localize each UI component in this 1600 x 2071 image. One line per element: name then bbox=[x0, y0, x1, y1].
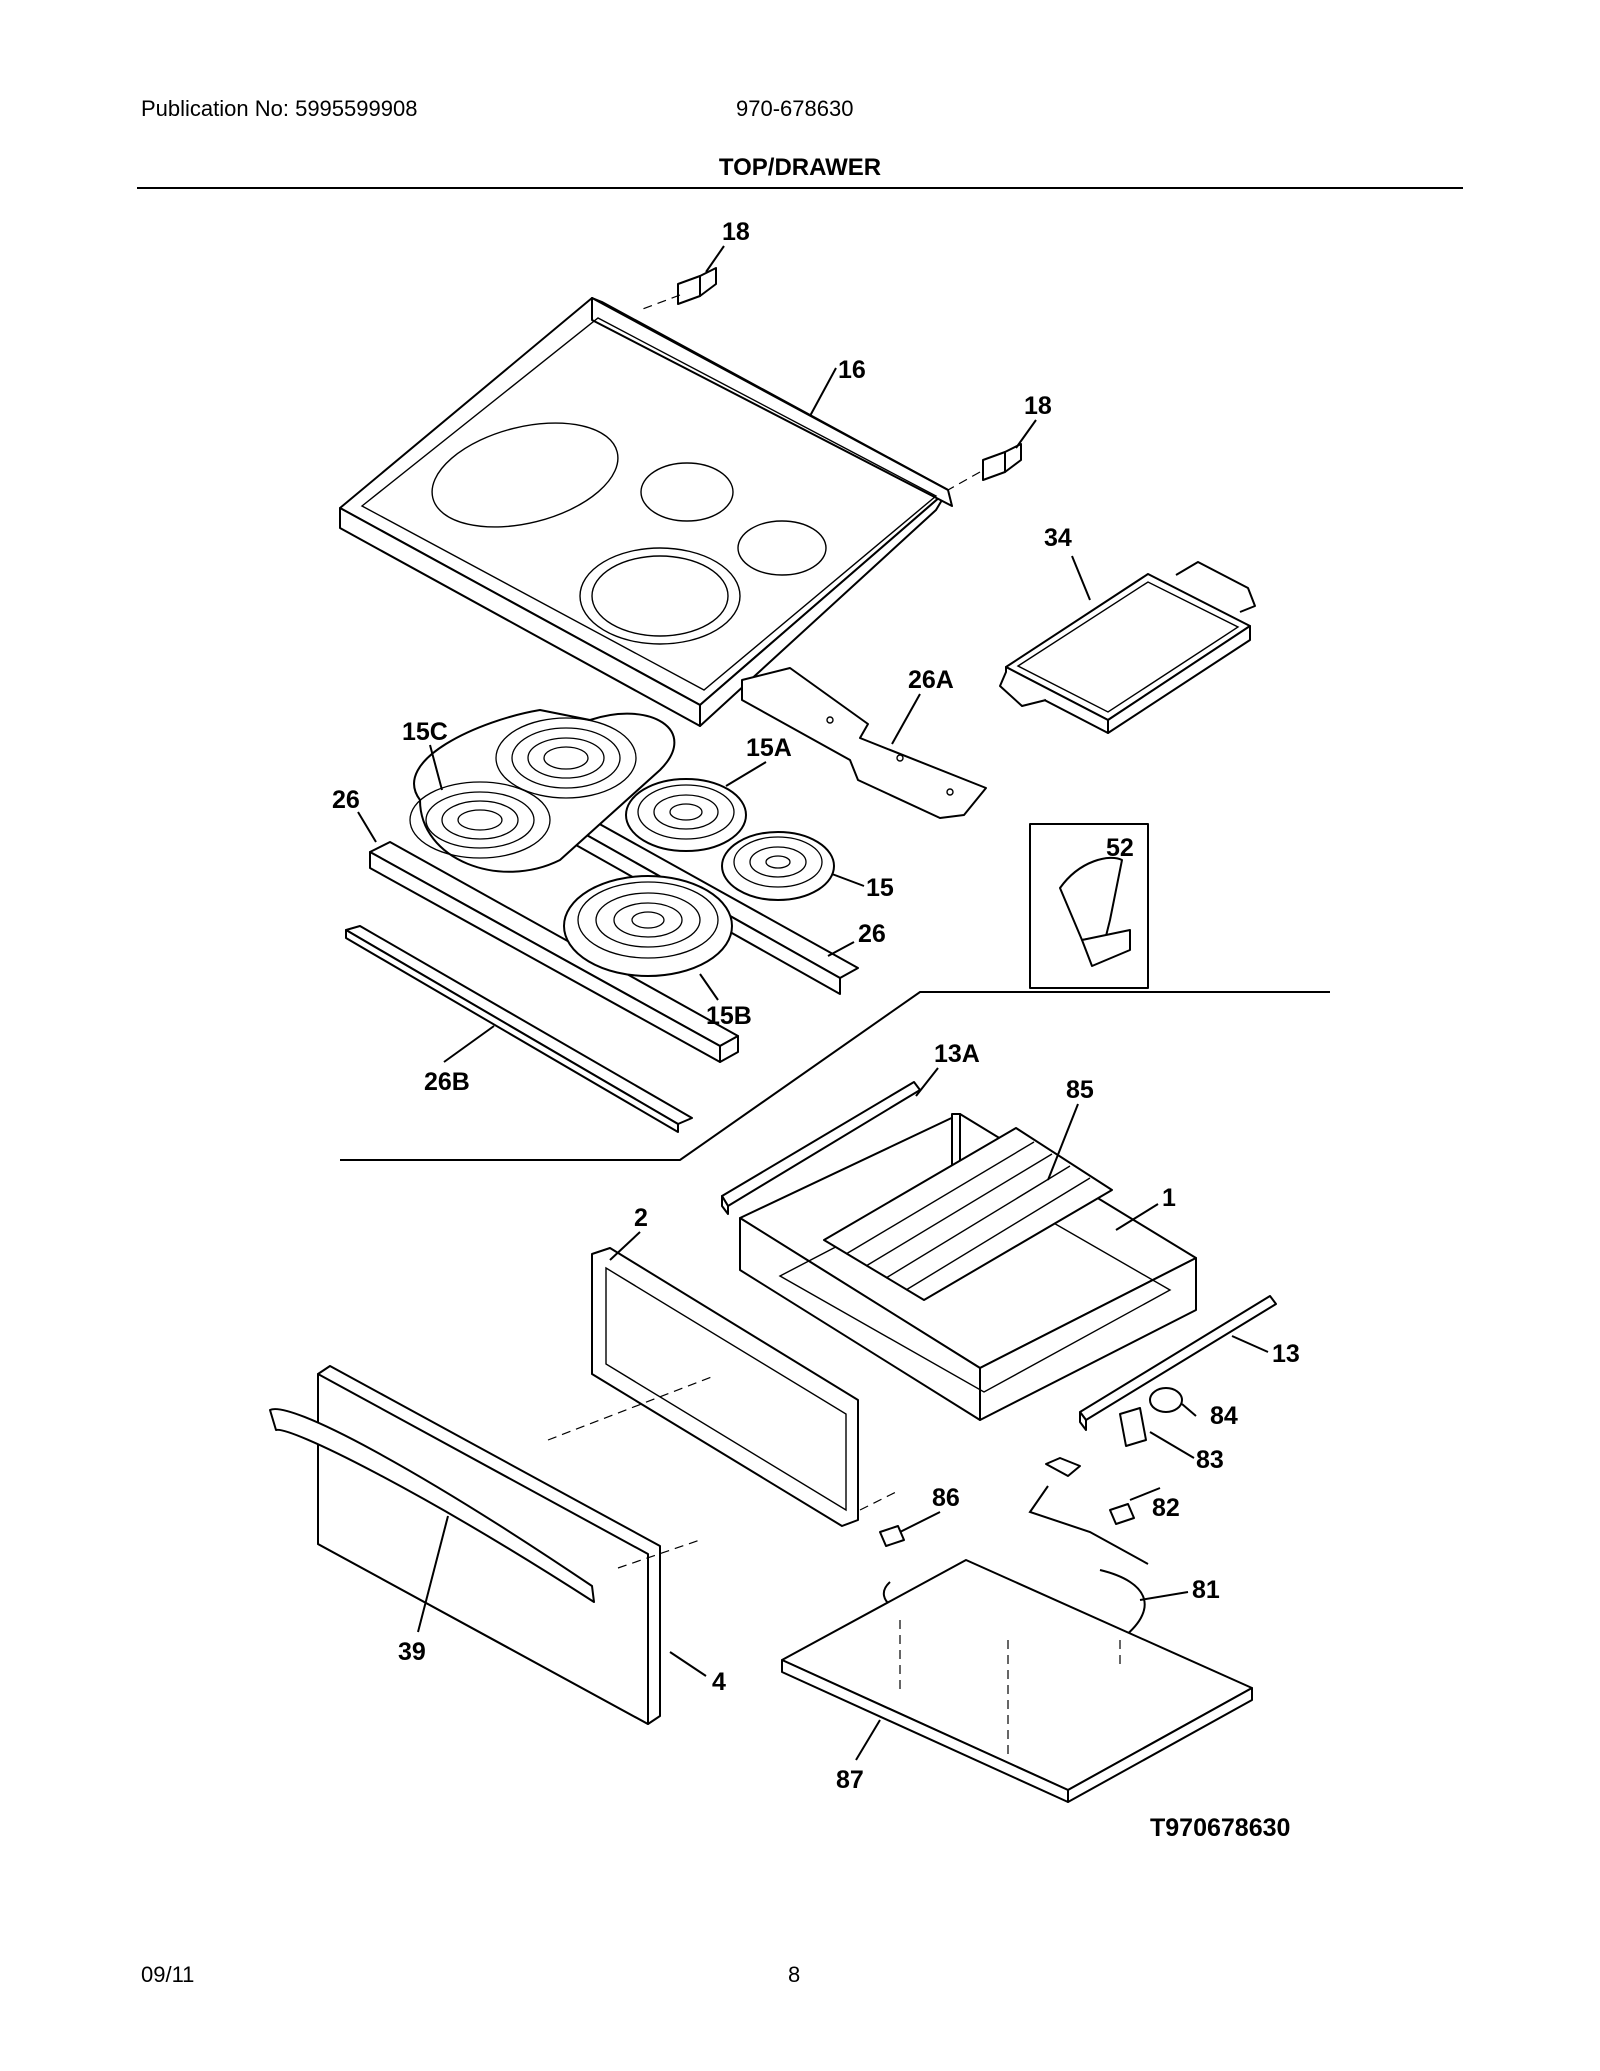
section-title: TOP/DRAWER bbox=[718, 154, 882, 181]
callout-15b: 15B bbox=[706, 1002, 752, 1030]
callout-81: 81 bbox=[1192, 1576, 1220, 1604]
callout-87: 87 bbox=[836, 1766, 864, 1794]
diagram-id-label: T970678630 bbox=[1150, 1814, 1290, 1842]
callout-18-right: 18 bbox=[1024, 392, 1052, 420]
callout-2: 2 bbox=[634, 1204, 648, 1232]
trim-26b bbox=[345, 925, 693, 1133]
callout-26-right: 26 bbox=[858, 920, 886, 948]
drawer-inner-panel-2 bbox=[591, 1247, 859, 1527]
header-rule bbox=[137, 187, 1463, 189]
callout-15a: 15A bbox=[746, 734, 792, 762]
callout-15: 15 bbox=[866, 874, 894, 902]
bracket-18-right bbox=[982, 443, 1022, 481]
drawer-rack-85 bbox=[823, 1127, 1113, 1301]
element-bracket-26-left bbox=[369, 841, 739, 1063]
callout-26a: 26A bbox=[908, 666, 954, 694]
element-15c-dual bbox=[409, 709, 676, 873]
bottom-panel-87 bbox=[781, 1559, 1253, 1803]
callout-13a: 13A bbox=[934, 1040, 980, 1068]
callout-86: 86 bbox=[932, 1484, 960, 1512]
element-15a bbox=[625, 778, 747, 852]
callout-16: 16 bbox=[838, 356, 866, 384]
inset-box-52 bbox=[1029, 823, 1149, 989]
callout-84: 84 bbox=[1210, 1402, 1238, 1430]
callout-39: 39 bbox=[398, 1638, 426, 1666]
harness-86 bbox=[879, 1457, 1081, 1547]
model-number: 970-678630 bbox=[736, 96, 854, 121]
callout-1: 1 bbox=[1162, 1184, 1176, 1212]
callout-18-top: 18 bbox=[722, 218, 750, 246]
callout-26-left: 26 bbox=[332, 786, 360, 814]
switch-83 bbox=[1119, 1407, 1147, 1447]
callout-13: 13 bbox=[1272, 1340, 1300, 1368]
page-number: 8 bbox=[788, 1962, 801, 1987]
brace-26a bbox=[741, 667, 987, 819]
callout-52: 52 bbox=[1106, 834, 1134, 862]
element-15b bbox=[563, 875, 733, 977]
callout-4: 4 bbox=[712, 1668, 726, 1696]
lamp-84 bbox=[1149, 1387, 1183, 1413]
callout-85: 85 bbox=[1066, 1076, 1094, 1104]
callout-83: 83 bbox=[1196, 1446, 1224, 1474]
cooktop-glass-top bbox=[339, 297, 953, 727]
callout-26b: 26B bbox=[424, 1068, 470, 1096]
clip-82 bbox=[1109, 1503, 1135, 1525]
publication-number: Publication No: 5995599908 bbox=[141, 96, 418, 121]
slide-13 bbox=[1079, 1295, 1277, 1431]
callout-82: 82 bbox=[1152, 1494, 1180, 1522]
griddle-34 bbox=[999, 561, 1256, 734]
callout-34: 34 bbox=[1044, 524, 1072, 552]
footer-date: 09/11 bbox=[141, 1962, 195, 1987]
section-divider bbox=[340, 991, 1330, 1161]
drawer-handle-39 bbox=[269, 1408, 595, 1603]
drawer-front-4 bbox=[317, 1365, 661, 1725]
callout-15c: 15C bbox=[402, 718, 448, 746]
element-15 bbox=[721, 831, 835, 901]
bracket-18-top bbox=[677, 267, 717, 305]
